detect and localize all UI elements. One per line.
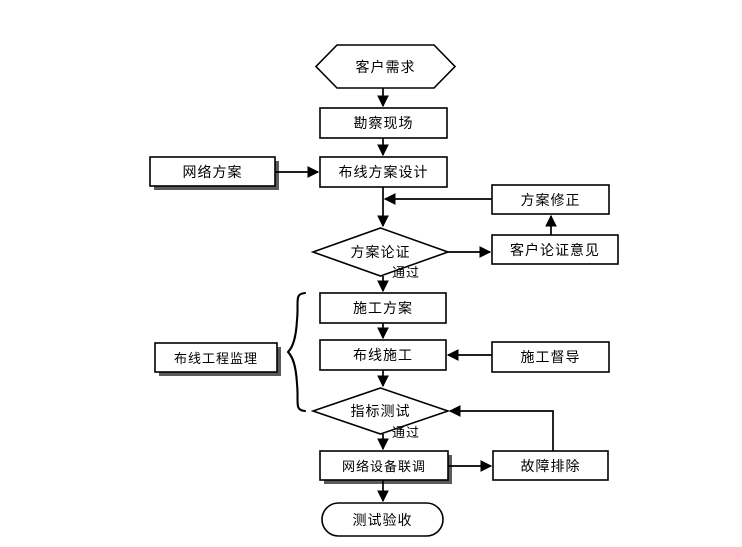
node-construction-oversight[interactable]	[491, 341, 610, 373]
node-plan-review[interactable]	[310, 227, 451, 277]
node-construction-plan[interactable]	[319, 292, 447, 324]
edge-label-plan-review-pass: 通过	[392, 266, 421, 281]
node-network-device-commissioning[interactable]	[319, 450, 449, 481]
edge-label-metrics-test-pass: 通过	[392, 426, 421, 441]
node-fault-removal[interactable]	[492, 450, 609, 481]
node-site-survey[interactable]	[319, 107, 448, 139]
node-customer-review-opinion[interactable]	[491, 234, 619, 265]
edge-fault-removal-to-metrics-test	[448, 405, 554, 451]
node-plan-revision[interactable]	[491, 184, 610, 215]
node-cabling-supervision[interactable]	[154, 342, 278, 373]
node-cabling-plan-design[interactable]	[319, 156, 448, 188]
node-network-plan[interactable]	[149, 156, 276, 187]
supervision-brace-icon	[286, 291, 307, 413]
node-cabling-construction[interactable]	[319, 339, 447, 371]
node-test-acceptance[interactable]	[321, 502, 444, 537]
node-customer-requirement[interactable]	[314, 44, 457, 89]
node-metrics-test[interactable]	[310, 387, 451, 435]
